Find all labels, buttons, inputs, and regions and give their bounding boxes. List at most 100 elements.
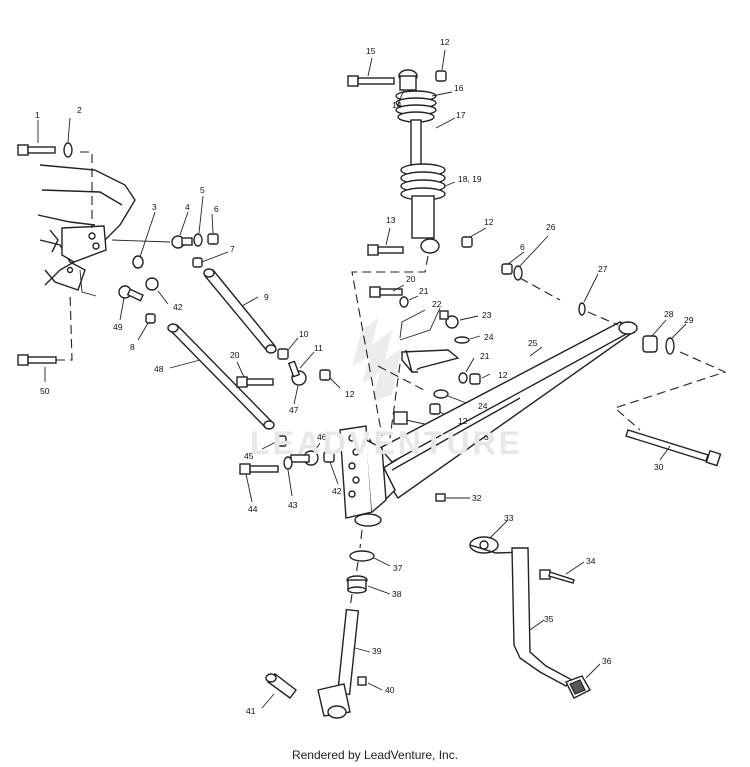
callout-27: 27 xyxy=(598,264,608,274)
callout-24b: 24 xyxy=(478,401,488,411)
washer-2 xyxy=(63,142,73,158)
washer-21-upper xyxy=(399,296,409,308)
nut-42-right xyxy=(323,451,335,463)
washer-21-lower xyxy=(458,372,468,384)
washer-43 xyxy=(283,456,293,470)
callout-13: 13 xyxy=(386,215,396,225)
callout-12b: 12 xyxy=(440,37,450,47)
bushing-38 xyxy=(346,575,368,594)
pedal-arm-35 xyxy=(511,547,574,687)
render-credit: Rendered by LeadVenture, Inc. xyxy=(291,748,459,762)
bolt-15 xyxy=(347,75,395,87)
callout-46: 46 xyxy=(317,432,327,442)
callout-11: 11 xyxy=(314,343,323,353)
callout-6a: 6 xyxy=(214,204,219,214)
callout-10: 10 xyxy=(299,329,309,339)
rod-end-49 xyxy=(118,285,144,302)
tie-rod-48 xyxy=(167,323,275,430)
callout-15: 15 xyxy=(366,46,376,56)
callout-14: 14 xyxy=(392,100,402,110)
nut-6-right xyxy=(501,263,513,275)
washer-24-lower xyxy=(433,389,449,399)
callout-22: 22 xyxy=(432,299,442,309)
callout-28: 28 xyxy=(664,309,674,319)
callout-50: 50 xyxy=(40,386,50,396)
rod-end-4 xyxy=(171,235,193,249)
nut-6 xyxy=(207,233,219,245)
washer-5 xyxy=(193,233,203,247)
frame-section xyxy=(37,164,136,297)
callout-9: 9 xyxy=(264,292,269,302)
nut-10 xyxy=(277,348,289,360)
bushing-42 xyxy=(145,277,159,291)
callout-4: 4 xyxy=(185,202,190,212)
bolt-13 xyxy=(367,244,404,256)
nut-7 xyxy=(192,257,203,268)
bolt-20-right xyxy=(369,286,403,298)
bolt-50 xyxy=(17,354,57,366)
callout-38: 38 xyxy=(392,589,402,599)
pivot-bolt-30 xyxy=(625,429,722,467)
bolt-44 xyxy=(239,463,279,475)
callout-20a: 20 xyxy=(230,350,240,360)
nut-8 xyxy=(145,313,156,324)
washer-27 xyxy=(578,302,586,316)
callout-29: 29 xyxy=(684,315,694,325)
fitting-40 xyxy=(357,676,367,686)
tie-rod-9 xyxy=(203,268,277,354)
callout-7: 7 xyxy=(230,244,235,254)
callout-37: 37 xyxy=(393,563,403,573)
nut-12-arm xyxy=(469,373,481,385)
spindle-39 xyxy=(317,608,360,719)
bolt-1 xyxy=(17,144,56,156)
rod-34 xyxy=(539,569,575,584)
callout-2: 2 xyxy=(77,105,82,115)
nut-12-top xyxy=(435,70,447,82)
callout-35: 35 xyxy=(544,614,554,624)
callout-12c: 12 xyxy=(484,217,494,227)
callout-47: 47 xyxy=(289,405,299,415)
callout-20b: 20 xyxy=(406,274,416,284)
bolt-20-left xyxy=(236,376,274,388)
leadventure-watermark-logo xyxy=(352,318,402,402)
callout-33: 33 xyxy=(504,513,514,523)
nut-12-left xyxy=(319,369,331,381)
callout-42a: 42 xyxy=(173,302,183,312)
callout-8: 8 xyxy=(130,342,135,352)
callout-48: 48 xyxy=(154,364,164,374)
callout-39: 39 xyxy=(372,646,382,656)
callout-12d: 12 xyxy=(498,370,508,380)
washer-26 xyxy=(513,265,523,281)
rod-end-11 xyxy=(287,360,307,386)
callout-18-19: 18, 19 xyxy=(458,174,482,184)
seal-37 xyxy=(349,550,375,562)
pedal-pad-36 xyxy=(565,675,591,699)
bushing-28 xyxy=(642,335,658,353)
nut-12-shock xyxy=(461,236,473,248)
callout-36: 36 xyxy=(602,656,612,666)
pin-41 xyxy=(265,673,297,699)
callout-17: 17 xyxy=(456,110,466,120)
callout-49: 49 xyxy=(113,322,123,332)
callout-31: 31 xyxy=(484,432,494,442)
ball-joint-23 xyxy=(439,310,459,329)
callout-21a: 21 xyxy=(419,286,429,296)
ring-29 xyxy=(665,337,675,355)
nut-12-lower xyxy=(429,403,441,415)
steering-arm-22 xyxy=(401,349,460,373)
callout-21b: 21 xyxy=(480,351,490,361)
callout-3: 3 xyxy=(152,202,157,212)
callout-32: 32 xyxy=(472,493,482,503)
callout-44: 44 xyxy=(248,504,258,514)
bushing-3 xyxy=(132,255,144,269)
callout-25: 25 xyxy=(528,338,538,348)
callout-42b: 42 xyxy=(332,486,342,496)
callout-41: 41 xyxy=(246,706,256,716)
callout-45: 45 xyxy=(244,451,254,461)
spindle-bracket xyxy=(339,425,387,527)
callout-16: 16 xyxy=(454,83,464,93)
callout-24a: 24 xyxy=(484,332,494,342)
bushing-31 xyxy=(393,411,408,425)
grease-fitting-32 xyxy=(435,493,446,502)
